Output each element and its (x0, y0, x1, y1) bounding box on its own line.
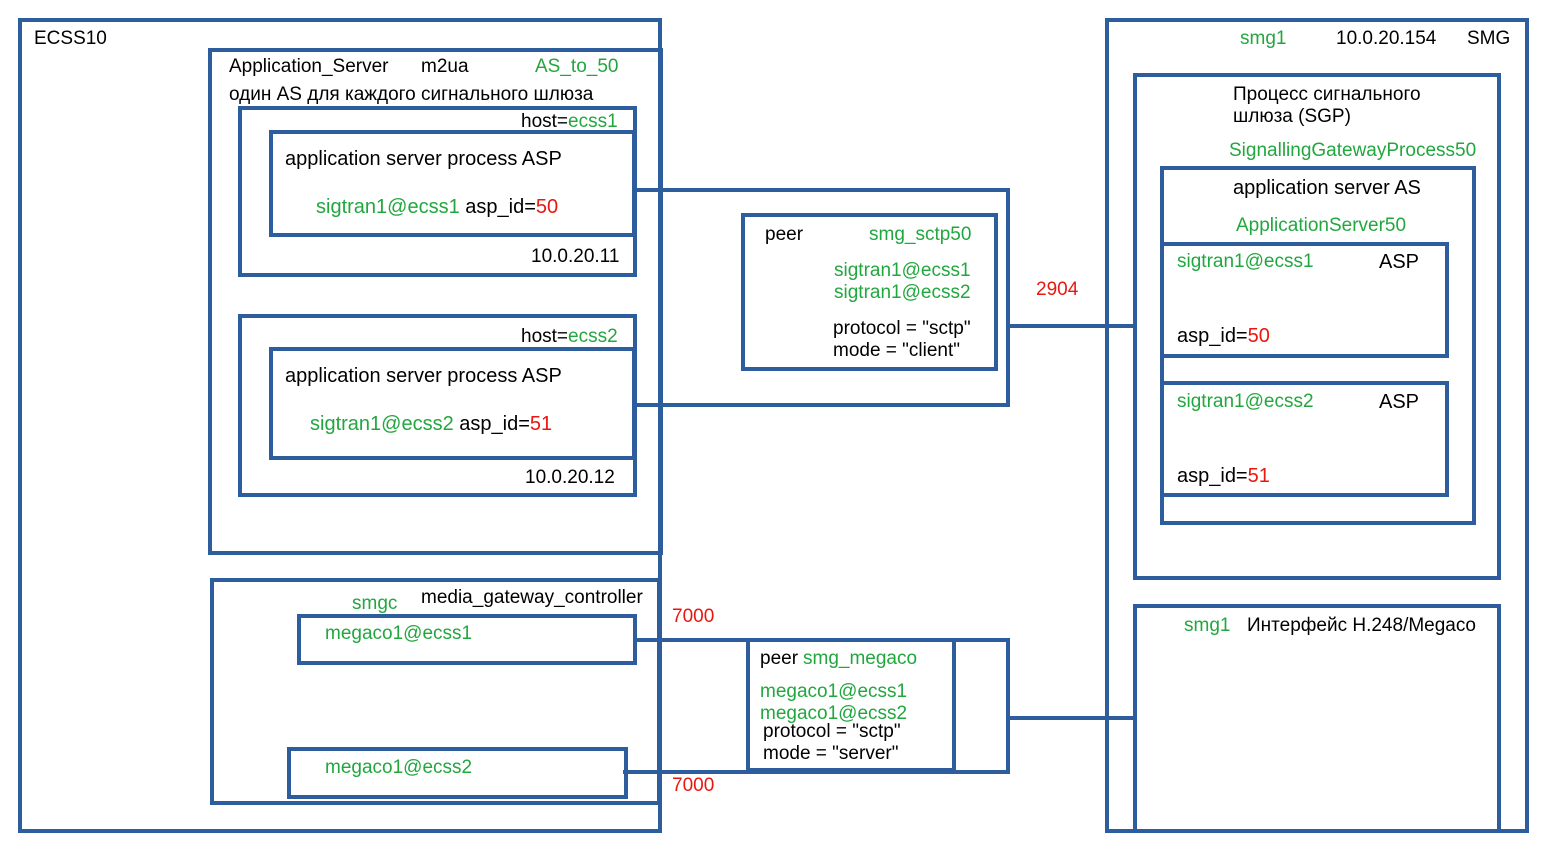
sgp-title-line2: шлюза (SGP) (1233, 106, 1351, 127)
port-sctp-label: 2904 (1036, 279, 1079, 300)
asp-ecss2-block (269, 347, 636, 460)
peer-megaco-name: smg_megaco (803, 648, 918, 669)
application-server-note: один AS для каждого сигнального шлюза (229, 84, 594, 105)
h248-interface-block (1133, 604, 1501, 833)
peer-megaco-protocol: protocol = "sctp" (763, 721, 901, 742)
megaco-ecss1-node (297, 614, 637, 665)
asp-ecss1-id-line: sigtran1@ecss1 asp_id=50 (316, 196, 559, 218)
megaco-ecss1-label: megaco1@ecss1 (325, 623, 473, 644)
smg-asp-1-label: ASP (1379, 251, 1420, 273)
application-server-label: Application_Server (229, 56, 389, 77)
megaco-ecss2-node (287, 747, 628, 799)
link-asp2-to-smg (633, 324, 1010, 407)
peer-sctp-label: peer (765, 224, 804, 245)
megaco-ecss2-label: megaco1@ecss2 (325, 757, 473, 778)
sgp-title-line1: Процесс сигнального (1233, 84, 1421, 105)
host-ecss1-label: host=ecss1 (521, 111, 618, 132)
smg-asp-2-id-line: asp_id=51 (1177, 465, 1270, 487)
smg-as-name: ApplicationServer50 (1236, 215, 1407, 236)
smg-asp-1-block (1160, 242, 1449, 358)
smg-name: smg1 (1240, 28, 1287, 49)
peer-megaco-member-1: megaco1@ecss1 (760, 681, 908, 702)
application-server-name: AS_to_50 (535, 56, 619, 77)
peer-megaco-mode: mode = "server" (763, 743, 899, 764)
peer-megaco-member-2: megaco1@ecss2 (760, 703, 908, 724)
h248-interface-label: Интерфейс H.248/Megaco (1247, 615, 1476, 636)
asp-ecss1-block (269, 130, 636, 237)
sgp-name: SignallingGatewayProcess50 (1229, 140, 1477, 161)
host-ecss1-ip: 10.0.20.11 (531, 246, 620, 267)
smg-asp-2-block (1160, 381, 1449, 497)
peer-sctp-member-1: sigtran1@ecss1 (834, 260, 971, 281)
peer-sctp-protocol: protocol = "sctp" (833, 318, 971, 339)
media-gateway-controller-block (210, 578, 661, 805)
smg-as-title: application server AS (1233, 177, 1421, 199)
application-server-type: m2ua (421, 56, 469, 77)
host-ecss2-label: host=ecss2 (521, 326, 618, 347)
mgc-name: smgc (352, 593, 398, 614)
ecss10-title: ECSS10 (34, 28, 107, 49)
host-ecss2-ip: 10.0.20.12 (525, 467, 615, 488)
peer-sctp-member-2: sigtran1@ecss2 (834, 282, 971, 303)
peer-sctp-mode: mode = "client" (833, 340, 961, 361)
link-asp1-to-smg (633, 188, 1137, 328)
mgc-label: media_gateway_controller (421, 587, 643, 608)
peer-sctp-name: smg_sctp50 (869, 224, 972, 245)
smg-asp-2-sigtran: sigtran1@ecss2 (1177, 391, 1314, 412)
link-megaco2-to-smg (623, 716, 1010, 774)
asp-ecss1-title: application server process ASP (285, 148, 562, 170)
smg-asp-1-id-line: asp_id=50 (1177, 325, 1270, 347)
port-megaco-2-label: 7000 (672, 775, 715, 796)
asp-ecss2-title: application server process ASP (285, 365, 562, 387)
port-megaco-1-label: 7000 (672, 606, 715, 627)
smg-ip: 10.0.20.154 (1336, 28, 1437, 49)
smg-asp-2-label: ASP (1379, 391, 1420, 413)
sgp-block (1133, 73, 1501, 580)
h248-smg-name: smg1 (1184, 615, 1231, 636)
peer-megaco-label: peer (760, 648, 799, 669)
smg-asp-1-sigtran: sigtran1@ecss1 (1177, 251, 1314, 272)
peer-sctp-block (741, 213, 998, 371)
peer-megaco-block (746, 638, 956, 772)
application-server-block (208, 48, 663, 555)
asp-ecss2-id-line: sigtran1@ecss2 asp_id=51 (310, 413, 553, 435)
smg-title: SMG (1467, 28, 1511, 49)
